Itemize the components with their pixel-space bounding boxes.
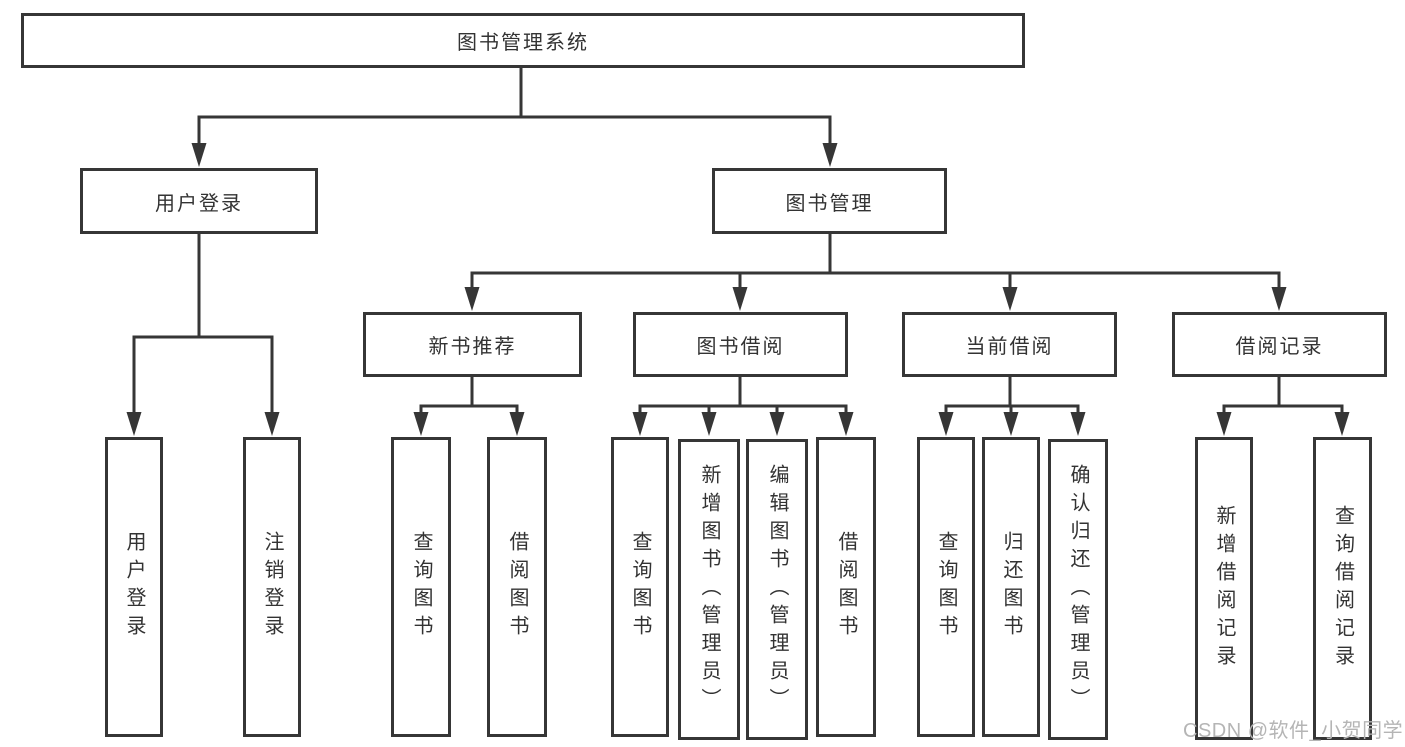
node-book-management: 图书管理 [712, 168, 947, 234]
node-book-borrow-label: 图书借阅 [696, 336, 785, 358]
leaf-user-login: 用户登录 [105, 437, 163, 737]
leaf-add-borrow-record-label: 新增借阅记录 [1213, 504, 1235, 673]
leaf-borrow-book-newrec-label: 借阅图书 [506, 531, 528, 643]
leaf-query-borrow-record-label: 查询借阅记录 [1331, 504, 1354, 673]
connector-bookmgmt-to-level3 [464, 234, 1287, 311]
node-borrow-records: 借阅记录 [1172, 312, 1387, 377]
connector-currentborrow-to-leaves [938, 377, 1086, 436]
leaf-query-book-newrec: 查询图书 [391, 437, 451, 737]
leaf-edit-book-admin-label: 编辑图书（管理员） [766, 463, 788, 716]
node-book-borrow: 图书借阅 [633, 312, 848, 377]
leaf-query-book-current-label: 查询图书 [935, 531, 957, 643]
leaf-return-book-label: 归还图书 [1000, 531, 1022, 643]
leaf-confirm-return-admin-label: 确认归还（管理员） [1067, 463, 1089, 716]
node-current-borrow: 当前借阅 [902, 312, 1117, 377]
node-new-book-recommend: 新书推荐 [363, 312, 582, 377]
connector-userlogin-to-leaves [126, 234, 280, 436]
node-root-label: 图书管理系统 [457, 32, 589, 54]
node-user-login: 用户登录 [80, 168, 318, 234]
connector-root-to-level2 [191, 68, 838, 167]
leaf-query-book-borrow: 查询图书 [611, 437, 669, 737]
node-borrow-records-label: 借阅记录 [1235, 336, 1324, 358]
leaf-borrow-book-label: 借阅图书 [835, 531, 857, 643]
node-current-borrow-label: 当前借阅 [965, 336, 1054, 358]
leaf-borrow-book-newrec: 借阅图书 [487, 437, 547, 737]
leaf-add-book-admin-label: 新增图书（管理员） [698, 463, 720, 716]
csdn-watermark: CSDN @软件_小贺同学 [1183, 720, 1404, 742]
connector-newbooks-to-leaves [413, 377, 525, 436]
leaf-user-login-label: 用户登录 [123, 531, 145, 643]
leaf-edit-book-admin: 编辑图书（管理员） [746, 439, 808, 740]
node-user-login-label: 用户登录 [155, 192, 243, 215]
leaf-return-book: 归还图书 [982, 437, 1040, 737]
leaf-logout-label: 注销登录 [261, 531, 283, 643]
node-root: 图书管理系统 [21, 13, 1025, 68]
leaf-add-borrow-record: 新增借阅记录 [1195, 437, 1253, 740]
leaf-query-book-current: 查询图书 [917, 437, 975, 737]
connector-borrowrecords-to-leaves [1216, 377, 1350, 436]
node-book-management-label: 图书管理 [785, 192, 874, 215]
leaf-add-book-admin: 新增图书（管理员） [678, 439, 740, 740]
leaf-borrow-book: 借阅图书 [816, 437, 876, 737]
leaf-logout: 注销登录 [243, 437, 301, 737]
leaf-query-borrow-record: 查询借阅记录 [1313, 437, 1372, 740]
leaf-query-book-newrec-label: 查询图书 [410, 531, 432, 643]
leaf-query-book-borrow-label: 查询图书 [629, 531, 651, 643]
node-new-book-recommend-label: 新书推荐 [428, 336, 517, 358]
leaf-confirm-return-admin: 确认归还（管理员） [1048, 439, 1108, 740]
connector-bookborrow-to-leaves [632, 377, 854, 436]
